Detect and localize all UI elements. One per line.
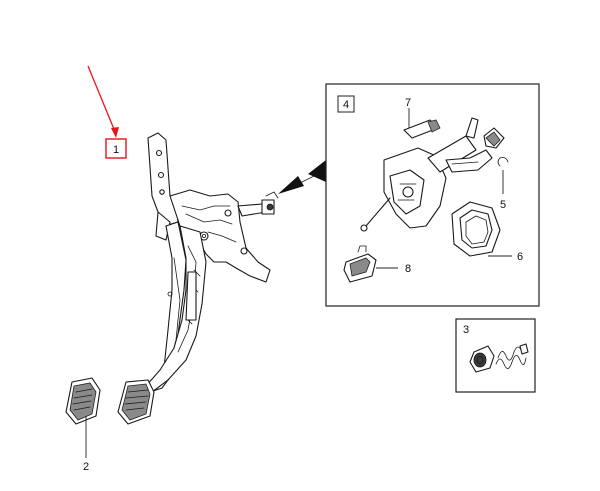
callout-1-group: 1 [87, 65, 127, 159]
callout-8-label[interactable]: 8 [405, 263, 411, 275]
pedal-box-bracket [147, 132, 279, 283]
detail-box-3: 3 [455, 318, 536, 393]
highlight-arrowhead [111, 127, 119, 138]
callout-7-label[interactable]: 7 [405, 97, 411, 109]
part-5-ring: 5 [497, 157, 509, 211]
part-6-gasket: 6 [451, 201, 523, 263]
part-3-spring [495, 343, 529, 369]
highlight-arrow [87, 65, 117, 135]
pedal-pad-left [65, 377, 101, 425]
callout-3-label[interactable]: 3 [463, 324, 469, 336]
detail-box-3-frame [455, 318, 536, 393]
callout-2-label[interactable]: 2 [83, 461, 89, 473]
part-8-clip: 8 [343, 245, 411, 283]
detail-pointer-arrow [278, 160, 327, 194]
callout-5-label[interactable]: 5 [500, 199, 506, 211]
detail-box-4: 4 7 5 [325, 83, 540, 307]
callout-4-label: 4 [343, 99, 349, 111]
callout-6-label[interactable]: 6 [517, 251, 523, 263]
callout-4-box[interactable] [337, 95, 355, 113]
callout-1-box[interactable] [105, 138, 127, 159]
master-cylinder [360, 117, 505, 232]
part-7-clip: 7 [403, 97, 441, 139]
part-3-bushing [469, 345, 495, 373]
callout-1-label: 1 [113, 144, 119, 156]
pedal-pad-right [117, 379, 155, 425]
